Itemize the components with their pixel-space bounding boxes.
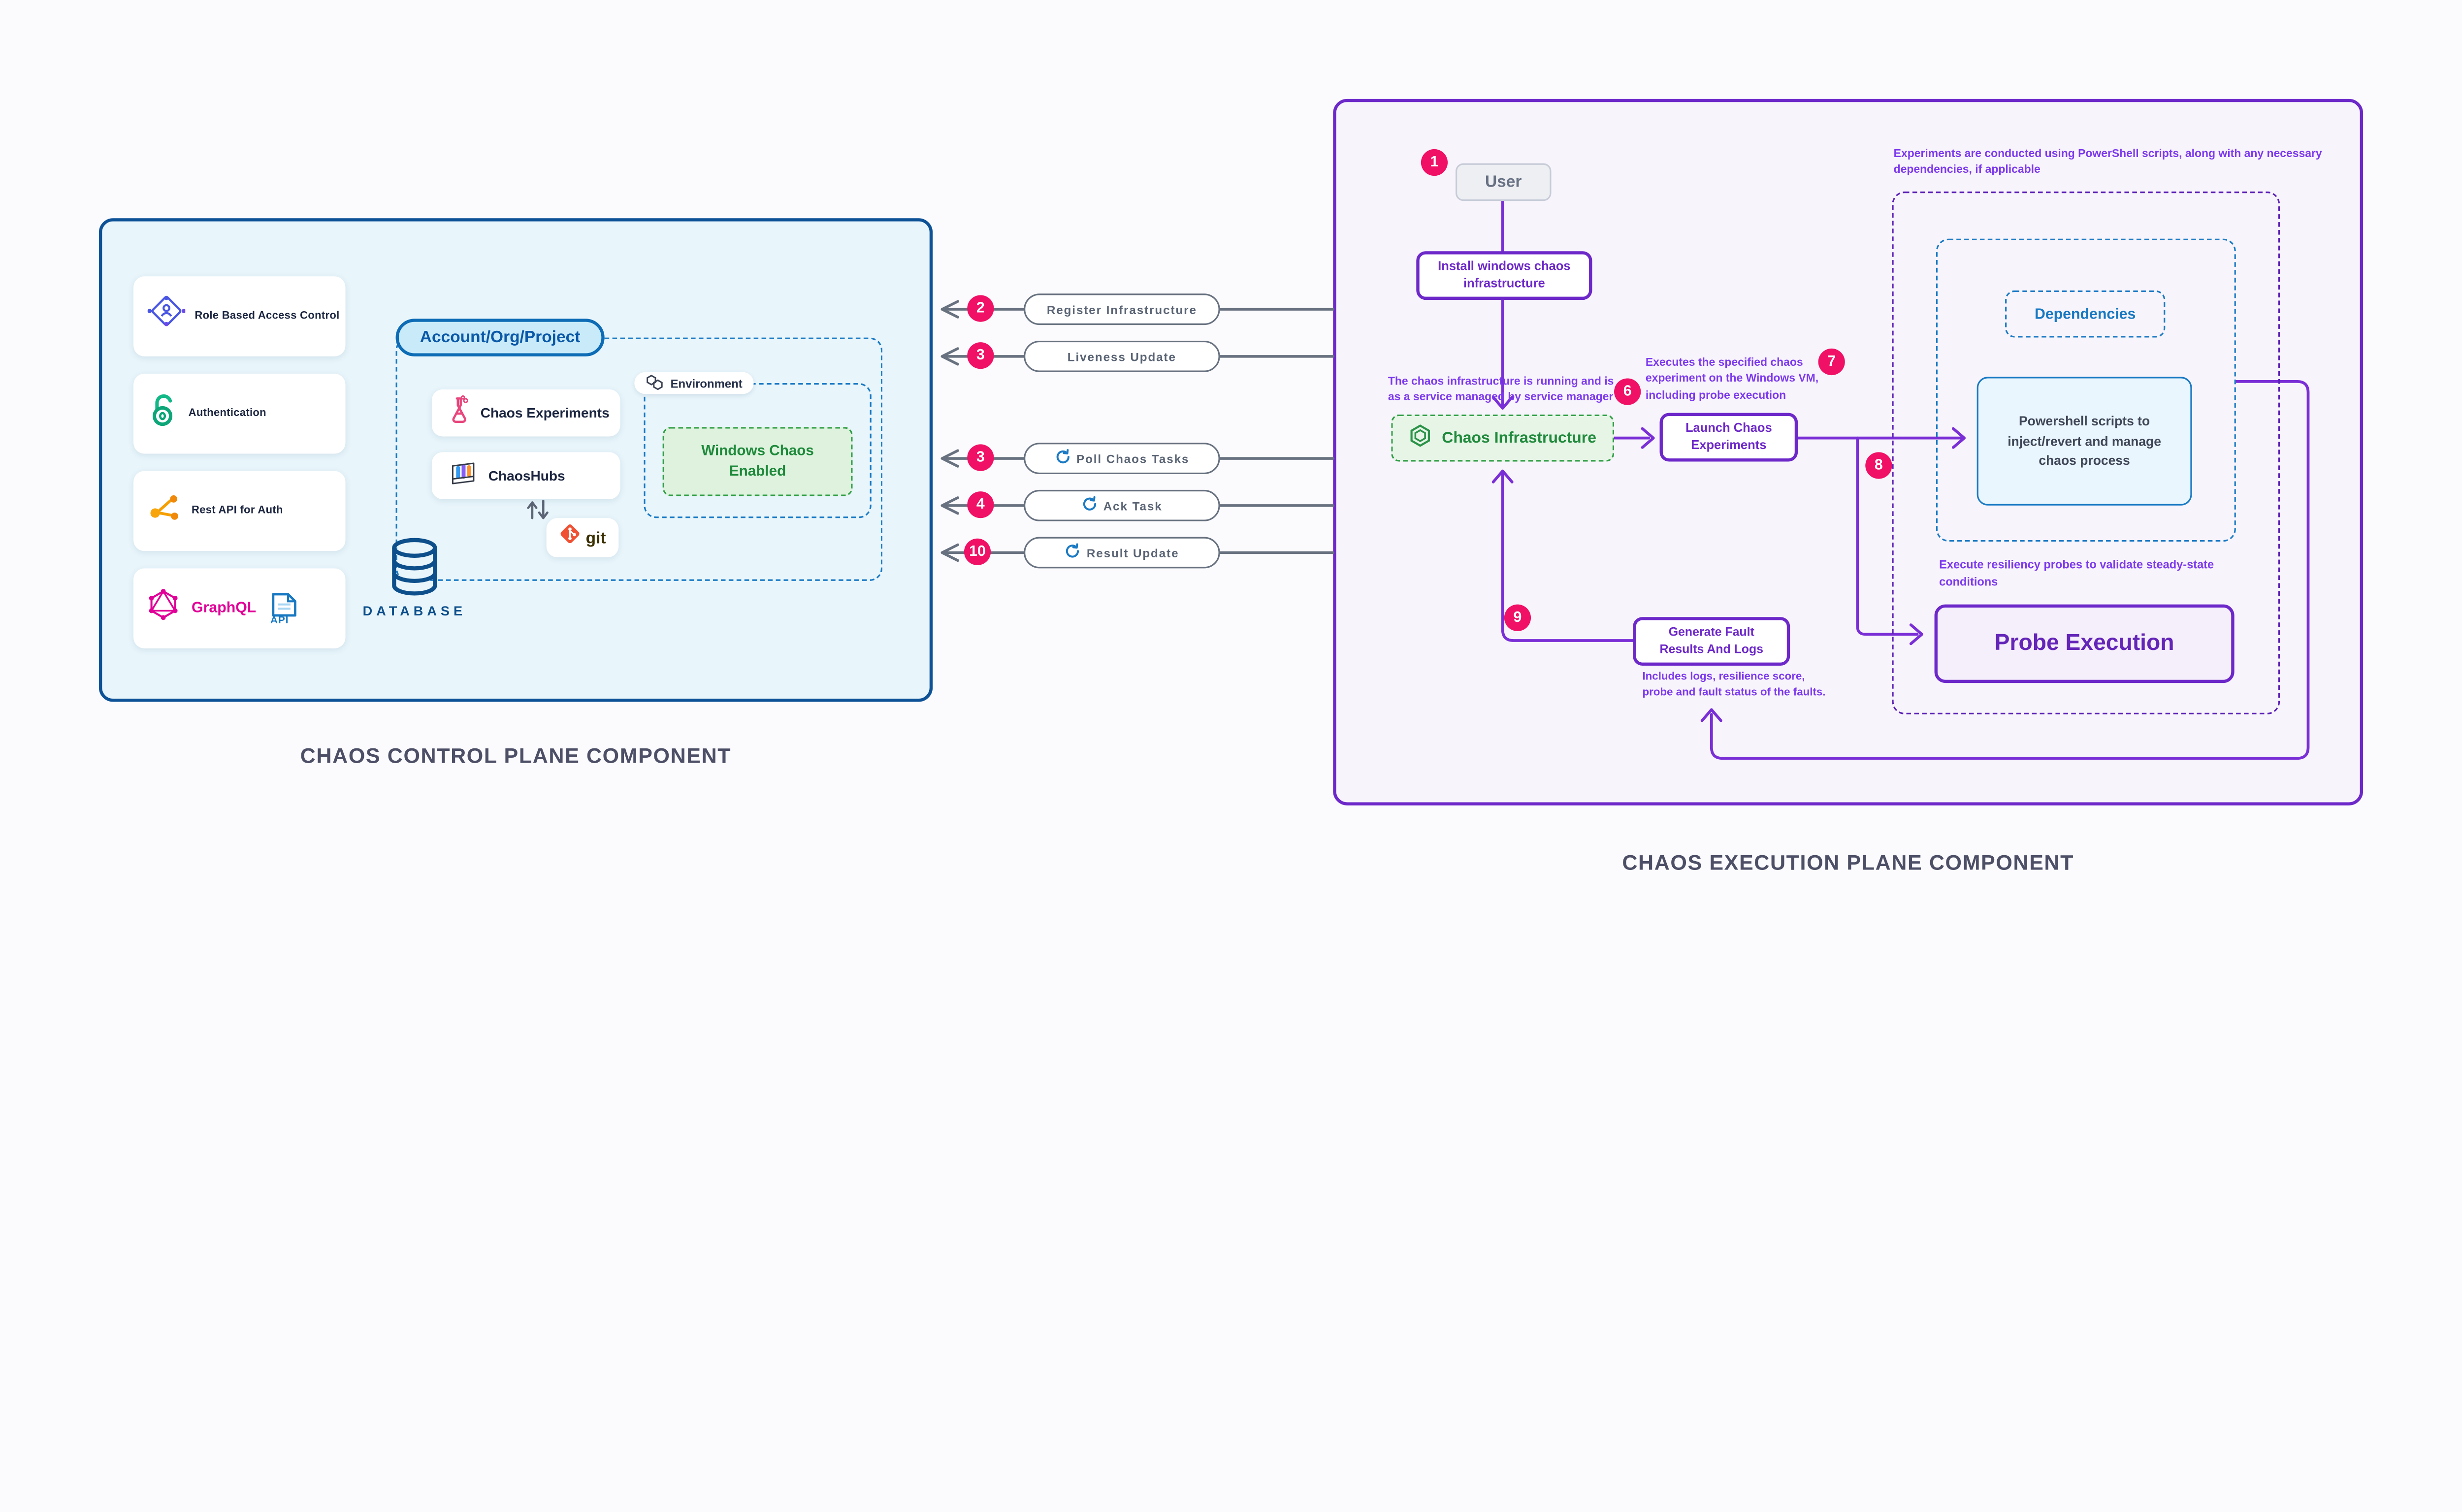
windows-chaos-enabled-box: Windows Chaos Enabled	[662, 427, 853, 496]
step-badge: 2	[967, 295, 994, 322]
resiliency-probes-caption: Execute resiliency probes to validate st…	[1939, 557, 2214, 588]
graphql-label: GraphQL	[192, 600, 257, 617]
step-badge: 6	[1614, 378, 1641, 405]
git-label: git	[585, 528, 606, 547]
database-icon	[388, 537, 441, 608]
step-badge: 7	[1818, 348, 1845, 376]
environment-boundary	[644, 383, 872, 518]
infra-running-caption: The chaos infrastructure is running and …	[1388, 373, 1614, 404]
chaos-infrastructure-box: Chaos Infrastructure	[1391, 414, 1615, 462]
hexagons-icon	[646, 373, 664, 393]
install-infrastructure-box: Install windows chaos infrastructure	[1416, 251, 1592, 300]
register-infrastructure-pill: Register Infrastructure	[1024, 293, 1220, 325]
refresh-icon	[1065, 539, 1080, 567]
account-org-project-pill: Account/Org/Project	[395, 319, 605, 356]
result-update-label: Result Update	[1086, 546, 1179, 560]
rest-api-label: Rest API for Auth	[192, 505, 283, 517]
git-icon	[559, 523, 581, 553]
execution-plane-title: CHAOS EXECUTION PLANE COMPONENT	[1622, 851, 2074, 875]
launch-chaos-experiments-box: Launch Chaos Experiments	[1659, 413, 1798, 462]
chaos-experiments-card: Chaos Experiments	[431, 389, 620, 437]
register-infrastructure-label: Register Infrastructure	[1046, 302, 1197, 317]
authentication-card: Authentication	[133, 373, 346, 454]
refresh-icon	[1081, 491, 1097, 519]
liveness-update-label: Liveness Update	[1067, 349, 1176, 364]
architecture-diagram: Role Based Access Control Authentication…	[98, 98, 2364, 875]
rbac-network-icon	[147, 295, 186, 337]
authentication-label: Authentication	[188, 408, 266, 419]
powershell-scripts-box: Powershell scripts to inject/revert and …	[1976, 377, 2192, 506]
api-doc-icon: API	[269, 591, 300, 626]
poll-chaos-tasks-pill: Poll Chaos Tasks	[1024, 443, 1220, 475]
rest-api-card: Rest API for Auth	[133, 471, 346, 551]
database-label: DATABASE	[362, 603, 467, 619]
open-lock-icon	[148, 392, 179, 435]
step-badge: 8	[1865, 452, 1892, 479]
test-tube-rack-icon	[448, 457, 479, 495]
environment-label: Environment	[670, 376, 743, 390]
step-badge: 4	[967, 491, 994, 518]
refresh-icon	[1054, 444, 1070, 472]
poll-chaos-tasks-label: Poll Chaos Tasks	[1076, 451, 1190, 466]
git-card: git	[546, 518, 619, 558]
powershell-experiments-caption: Experiments are conducted using PowerShe…	[1893, 146, 2322, 177]
flask-icon	[448, 394, 471, 432]
generate-fault-results-box: Generate Fault Results And Logs	[1633, 617, 1790, 666]
step-badge: 3	[967, 342, 994, 369]
chaoshubs-label: ChaosHubs	[488, 468, 565, 484]
probe-execution-box: Probe Execution	[1934, 604, 2235, 683]
ack-task-pill: Ack Task	[1024, 489, 1220, 521]
hexagon-icon	[1409, 424, 1432, 452]
chaos-infrastructure-label: Chaos Infrastructure	[1442, 429, 1596, 447]
api-nodes-icon	[148, 491, 182, 531]
liveness-update-pill: Liveness Update	[1024, 340, 1220, 372]
step-badge: 9	[1504, 604, 1531, 631]
user-box: User	[1455, 163, 1552, 201]
graphql-icon	[148, 589, 179, 628]
control-plane-title: CHAOS CONTROL PLANE COMPONENT	[300, 744, 732, 768]
chaos-experiments-label: Chaos Experiments	[480, 405, 610, 421]
ack-task-label: Ack Task	[1103, 498, 1163, 513]
step-badge: 10	[964, 538, 991, 565]
api-doc-text: API	[270, 614, 289, 626]
result-update-pill: Result Update	[1024, 537, 1220, 569]
results-include-caption: Includes logs, resilience score, probe a…	[1642, 672, 1826, 699]
executes-chaos-caption: Executes the specified chaos experiment …	[1645, 354, 1819, 402]
dependencies-box: Dependencies	[2005, 290, 2166, 338]
step-badge: 3	[967, 444, 994, 471]
account-org-project-boundary	[395, 337, 883, 581]
chaoshubs-card: ChaosHubs	[431, 452, 620, 500]
rbac-card: Role Based Access Control	[133, 276, 346, 356]
step-badge: 1	[1421, 149, 1448, 176]
graphql-card: GraphQL API	[133, 568, 346, 648]
environment-tab: Environment	[634, 372, 754, 394]
rbac-label: Role Based Access Control	[194, 311, 340, 322]
